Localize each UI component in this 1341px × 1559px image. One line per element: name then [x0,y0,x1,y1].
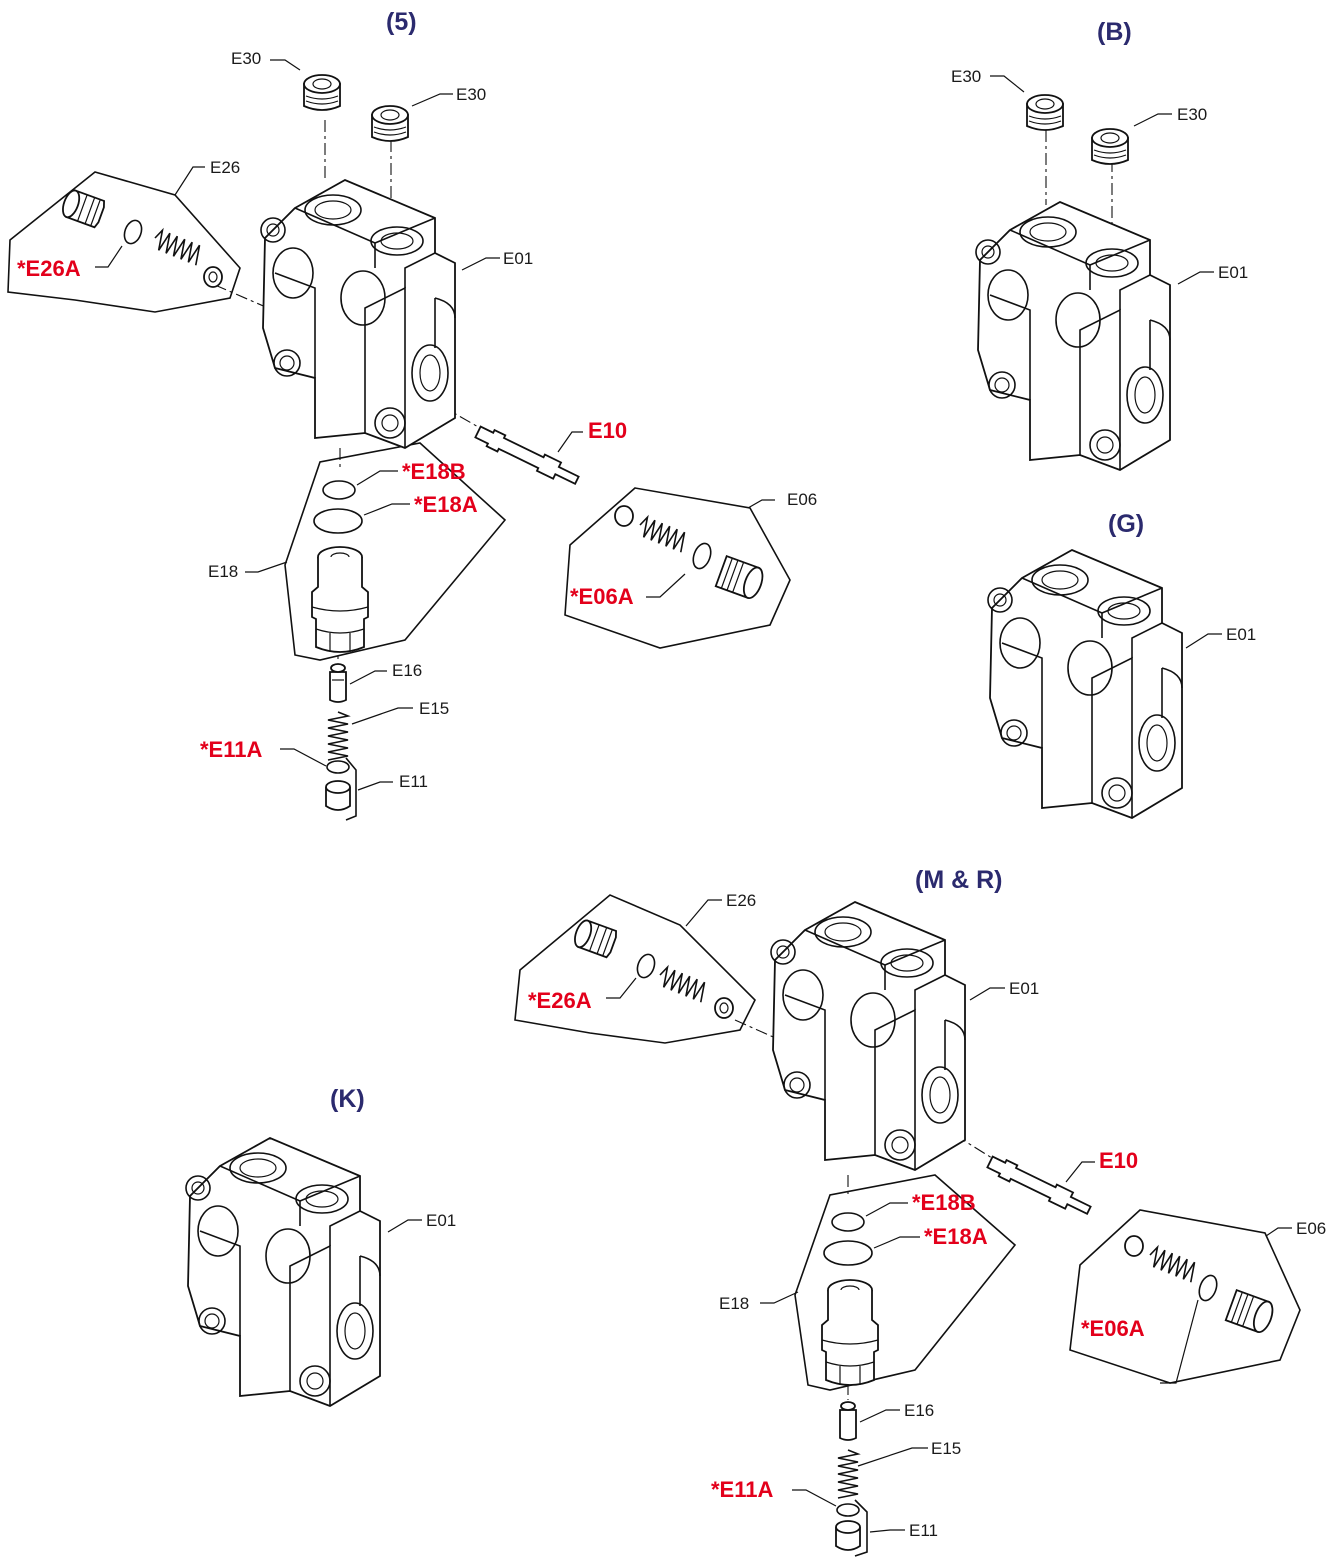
diagram-b [975,75,1214,471]
label-e30-left: E30 [231,49,262,68]
kit-outline-e06 [564,487,791,649]
label-e11: E11 [399,772,428,791]
label-mr-e26: E26 [726,891,757,910]
diagram-5 [7,59,791,821]
label-e06: E06 [787,490,818,509]
callout-mr-e10: E10 [1099,1148,1139,1173]
title-g: (G) [1108,510,1145,538]
diagram-mr [514,894,1301,1557]
callout-mr-e18a: *E18A [924,1224,988,1249]
callout-e26a: *E26A [17,256,81,281]
label-mr-e06: E06 [1296,1219,1327,1238]
label-e16: E16 [392,661,423,680]
title-mr: (M & R) [915,866,1003,894]
callout-e11a: *E11A [200,737,263,762]
label-b-e01: E01 [1218,263,1249,282]
callout-e18b: *E18B [402,459,466,484]
callout-mr-e26a: *E26A [528,988,592,1013]
label-e30-right: E30 [456,85,487,104]
callout-mr-e11a: *E11A [711,1477,774,1502]
label-g-e01: E01 [1226,625,1257,644]
label-e15: E15 [419,699,450,718]
callout-mr-e18b: *E18B [912,1190,976,1215]
label-mr-e16: E16 [904,1401,935,1420]
label-mr-e15: E15 [931,1439,962,1458]
label-e01: E01 [503,249,534,268]
callout-e06a: *E06A [570,584,634,609]
kit-outline-e26 [7,171,241,313]
label-mr-e11: E11 [909,1521,938,1540]
label-e26: E26 [210,158,241,177]
diagram-k [185,1137,422,1407]
diagram-g [987,549,1222,819]
label-b-e30-right: E30 [1177,105,1208,124]
title-k: (K) [330,1085,365,1113]
title-b: (B) [1097,18,1132,46]
kit-outline-e18 [284,442,507,661]
label-b-e30-left: E30 [951,67,982,86]
label-e18: E18 [208,562,239,581]
label-k-e01: E01 [426,1211,457,1230]
callout-e10: E10 [588,418,628,443]
callout-mr-e06a: *E06A [1081,1316,1145,1341]
title-5: (5) [386,8,417,36]
callout-e18a: *E18A [414,492,478,517]
kit-outline-e11 [345,757,357,821]
label-mr-e01: E01 [1009,979,1040,998]
label-mr-e18: E18 [719,1294,750,1313]
